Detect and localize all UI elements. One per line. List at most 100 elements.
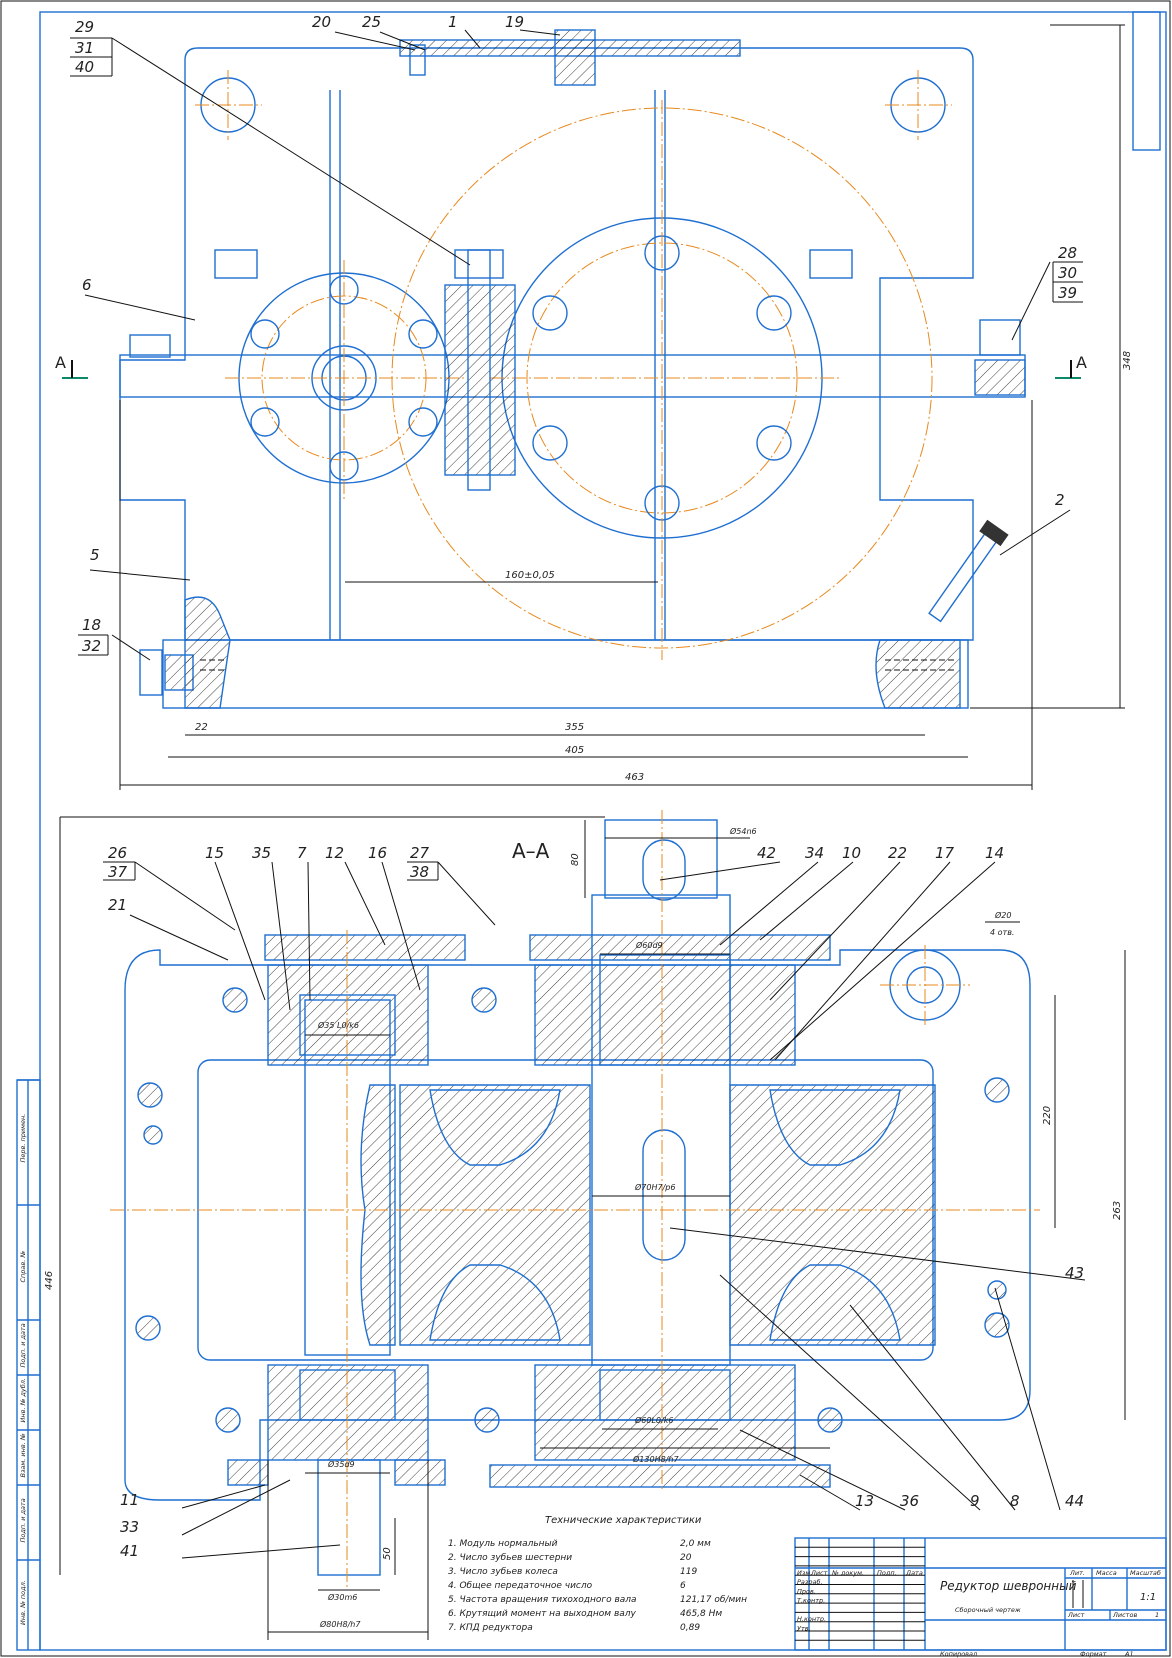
callout-stack-27-38: 27 38 [407,844,439,881]
wall-section-left [184,596,231,709]
callout-1: 1 [448,13,458,31]
drain-plug [139,649,163,696]
output-shaft-end [604,819,718,899]
callout-20: 20 [312,13,331,31]
dim-348: 348 [1122,351,1133,370]
svg-text:Лит.: Лит. [1069,1569,1085,1577]
tech-specs-title: Технические характеристики [545,1515,702,1526]
spec-label: 1. Модуль нормальный [448,1539,558,1549]
title-block: Редуктор шевронный Сборочный чертеж Лит.… [794,1537,1167,1658]
svg-text:30: 30 [1058,264,1077,282]
corner-box [1132,11,1161,151]
dim-phi54: Ø54n6 [729,826,757,836]
spec-label: 6. Крутящий момент на выходном валу [448,1609,637,1619]
dim-446: 446 [44,1271,55,1290]
side-stamp-label: Взам. инв. № [19,1433,27,1477]
dim-phi130: Ø130H8/h7 [632,1454,679,1464]
side-stamp-label: Перв. примен. [19,1114,27,1163]
spec-value: 6 [680,1581,686,1591]
dim-355: 355 [565,722,584,733]
callout-11: 11 [120,1491,139,1509]
key-slot-top [642,839,686,901]
svg-text:29: 29 [75,18,94,36]
output-bearing-housing-top [534,964,796,1066]
dim-263: 263 [1112,1201,1123,1220]
pinion-bearing-housing-bottom [267,1364,429,1461]
callout-8: 8 [1010,1492,1020,1510]
top-view: A A 160±0,05 22 355 405 463 348 [55,13,1133,790]
title-block-row-label: Н.контр. [797,1615,826,1623]
section-title: A–A [512,839,550,863]
pinion-bearing-housing-top [267,964,429,1066]
dim-405: 405 [565,745,584,756]
oil-dipstick [928,519,1009,623]
title-block-column-header: Лист [810,1569,828,1577]
svg-text:Копировал: Копировал [940,1650,977,1658]
flange-joint [119,354,1026,398]
breather [554,29,596,86]
housing-outline [119,47,974,641]
drawing-subtitle: Сборочный чертеж [955,1606,1021,1614]
svg-text:38: 38 [410,863,429,881]
svg-text:A1: A1 [1124,1650,1134,1658]
bolt-head [979,319,1021,356]
spec-value: 0,89 [680,1623,700,1633]
svg-text:1: 1 [1155,1611,1159,1619]
svg-text:32: 32 [82,637,101,655]
spec-value: 121,17 об/мин [680,1595,747,1605]
callout-15: 15 [205,844,224,862]
callout-16: 16 [368,844,387,862]
dim-80: 80 [570,853,581,866]
dim-phi60d9: Ø60d9 [635,940,663,950]
svg-text:39: 39 [1058,284,1077,302]
pinion-shaft-end [317,1459,381,1576]
dim-220: 220 [1042,1106,1053,1125]
dim-phi20: Ø20 [994,910,1011,920]
svg-text:37: 37 [108,863,128,881]
dim-phi80: Ø80H8/h7 [319,1619,361,1629]
section-marker-left: A [55,353,88,379]
title-block-column-header: Изм. [797,1569,812,1577]
dim-center-distance: 160±0,05 [505,570,555,581]
title-block-row-label: Утв. [797,1625,811,1633]
spec-label: 7. КПД редуктора [448,1623,533,1633]
dim-phi60: Ø60L0/k6 [634,1415,673,1425]
callout-14: 14 [985,844,1004,862]
gear-wheel-outline [391,100,933,660]
callout-34: 34 [805,844,824,862]
spec-label: 4. Общее передаточное число [448,1581,593,1591]
housing-section-outline [124,949,1031,1501]
sheet-inner-frame [39,11,1167,1651]
callout-7: 7 [297,844,307,862]
bearing-cap-34 [529,934,831,961]
bolt-head [129,334,171,358]
dim-phi70: Ø70H7/p6 [634,1182,675,1192]
spec-label: 5. Частота вращения тихоходного вала [448,1595,637,1605]
callout-44: 44 [1065,1492,1084,1510]
callout-9: 9 [970,1492,980,1510]
callout-33: 33 [120,1518,139,1536]
side-stamp-label: Инв. № подл. [19,1580,27,1625]
leaders-top [84,29,1071,661]
svg-text:28: 28 [1058,244,1077,262]
callout-stack-28-30-39: 28 30 39 [1052,244,1083,303]
bolt-head [214,249,258,279]
pinion-teeth [360,1084,396,1346]
title-block-row-label: Разраб. [797,1578,823,1586]
drawing-scale: 1:1 [1140,1592,1156,1603]
title-block-row-label: Т.контр. [797,1597,825,1605]
dim-22: 22 [195,722,208,733]
callout-5: 5 [90,546,100,564]
svg-text:Масштаб: Масштаб [1130,1569,1161,1577]
callout-stack-29-31-40: 29 31 40 [70,18,113,77]
bolt-head [809,249,853,279]
section-marker-right: A [1055,353,1087,379]
callout-10: 10 [842,844,861,862]
dim-50: 50 [382,1547,393,1560]
callout-stack-18-32: 18 32 [78,616,109,656]
callout-17: 17 [935,844,955,862]
key-slot [642,1129,686,1261]
